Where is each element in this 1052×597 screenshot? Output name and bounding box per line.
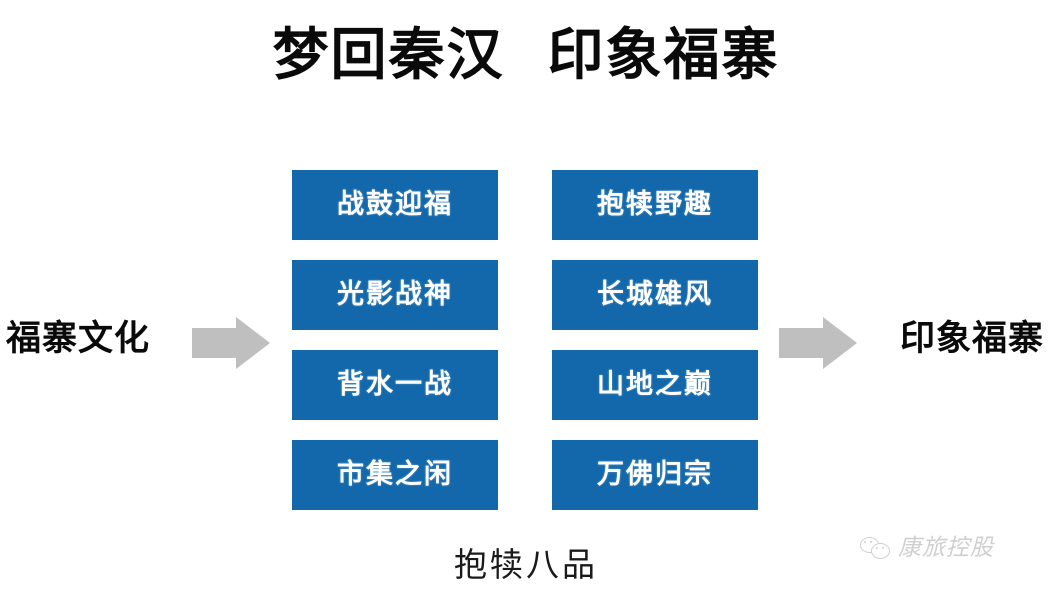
- feature-box-label: 光影战神: [337, 279, 453, 310]
- watermark: 康旅控股: [860, 534, 994, 562]
- feature-box[interactable]: 战鼓迎福: [292, 170, 498, 240]
- feature-box-label: 战鼓迎福: [337, 189, 453, 220]
- wechat-bubble-small: [871, 543, 890, 559]
- bottom-caption: 抱犊八品: [454, 545, 598, 584]
- arrow-head: [236, 317, 270, 369]
- wechat-icon: [860, 535, 890, 561]
- feature-box-label: 抱犊野趣: [597, 189, 713, 220]
- feature-box[interactable]: 背水一战: [292, 350, 498, 420]
- page-title: 梦回秦汉 印象福寨: [272, 23, 780, 88]
- right-arrow-icon: [779, 317, 857, 369]
- arrow-shaft: [192, 328, 238, 358]
- wechat-eye-dot: [864, 541, 866, 543]
- feature-box[interactable]: 抱犊野趣: [552, 170, 758, 240]
- wechat-eye-dot: [882, 547, 884, 549]
- feature-box-label: 长城雄风: [597, 279, 713, 310]
- flow-start-label: 福寨文化: [6, 319, 151, 359]
- wechat-eye-dot: [870, 541, 872, 543]
- feature-box[interactable]: 市集之闲: [292, 440, 498, 510]
- feature-box-label: 背水一战: [337, 369, 453, 400]
- arrow-shaft: [779, 328, 825, 358]
- feature-box-label: 山地之巅: [597, 369, 713, 400]
- flow-end-label: 印象福寨: [899, 319, 1044, 359]
- arrow-head: [823, 317, 857, 369]
- feature-box-label: 市集之闲: [337, 459, 453, 490]
- watermark-label: 康旅控股: [898, 535, 994, 561]
- feature-box[interactable]: 山地之巅: [552, 350, 758, 420]
- right-arrow-icon: [192, 317, 270, 369]
- feature-box[interactable]: 光影战神: [292, 260, 498, 330]
- box-column-right: 抱犊野趣 长城雄风 山地之巅 万佛归宗: [552, 170, 758, 530]
- wechat-eye-dot: [876, 547, 878, 549]
- feature-box[interactable]: 长城雄风: [552, 260, 758, 330]
- box-column-left: 战鼓迎福 光影战神 背水一战 市集之闲: [292, 170, 498, 530]
- feature-box[interactable]: 万佛归宗: [552, 440, 758, 510]
- feature-box-label: 万佛归宗: [597, 459, 713, 490]
